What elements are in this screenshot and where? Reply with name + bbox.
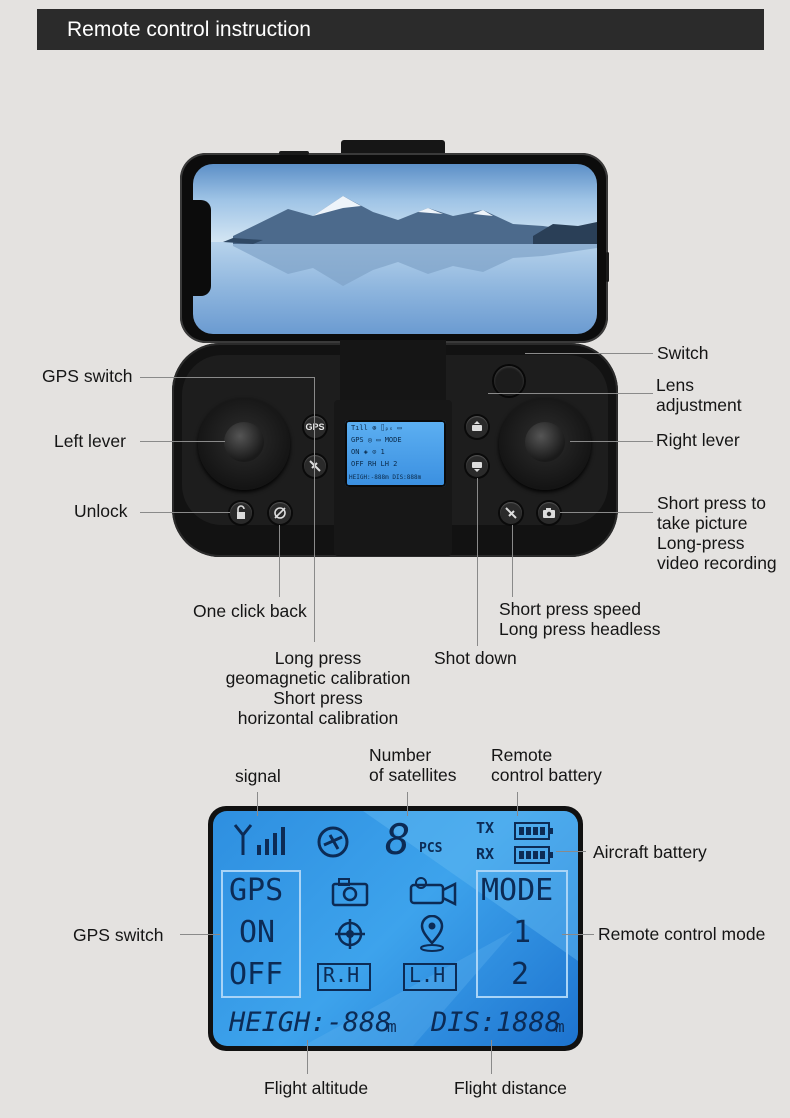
label-flight-distance: Flight distance: [454, 1078, 567, 1098]
gps-off-text: OFF: [229, 957, 284, 992]
label-flight-altitude: Flight altitude: [264, 1078, 369, 1098]
lh-text: L.H: [409, 963, 446, 987]
landscape-image: [193, 164, 597, 334]
return-icon: [274, 507, 286, 519]
gps-on-text: ON: [239, 915, 276, 950]
mini-lcd-row: OFF RH LH 2: [351, 460, 398, 468]
lcd-display: 8 PCS TX RX GPS ON OFF R.H L.H MODE 1 2: [213, 811, 578, 1046]
location-icon: [420, 915, 444, 952]
height-unit: m: [387, 1017, 397, 1036]
rh-box: [317, 963, 371, 991]
label-lcd-gps-switch: GPS switch: [73, 925, 164, 945]
label-shot-down: Shot down: [434, 648, 517, 668]
left-joystick-cap[interactable]: [224, 422, 264, 462]
label-switch: Switch: [657, 343, 709, 363]
mode-2-text: 2: [511, 957, 530, 992]
label-calibration: Long press geomagnetic calibration Short…: [225, 648, 411, 728]
mode-text: MODE: [481, 873, 554, 908]
rx-label: RX: [476, 845, 495, 863]
callout-line: [140, 512, 230, 513]
phone-side-button: [606, 252, 609, 282]
satellite-count: 8: [385, 815, 411, 864]
callout-line: [556, 851, 586, 852]
callout-line: [488, 393, 653, 394]
satellite-icon: [317, 826, 349, 858]
callout-line: [140, 441, 225, 442]
callout-line: [477, 478, 478, 646]
distance-readout: DIS:1888: [431, 1007, 562, 1038]
signal-icon: [233, 824, 285, 855]
callout-line: [525, 353, 653, 354]
unlock-button[interactable]: [230, 502, 252, 524]
callout-line: [140, 377, 315, 378]
photo-icon: [331, 878, 369, 907]
lens-adjust-button[interactable]: [466, 416, 488, 438]
label-remote-battery: Remote control battery: [491, 745, 602, 785]
camera-button[interactable]: [538, 502, 560, 524]
speed-icon: [505, 507, 517, 519]
one-click-back-button[interactable]: [269, 502, 291, 524]
mini-lcd-row: ON ◈ ⊙ 1: [351, 448, 385, 456]
lens-down-icon: [472, 462, 482, 472]
rh-text: R.H: [323, 963, 360, 987]
lcd-glare: [303, 811, 578, 1046]
label-control-mode: Remote control mode: [598, 924, 766, 944]
distance-unit: m: [555, 1017, 565, 1036]
callout-line: [279, 525, 280, 597]
satellite-unit: PCS: [419, 841, 443, 856]
label-left-lever: Left lever: [54, 431, 126, 451]
shot-down-button[interactable]: [466, 455, 488, 477]
camera-icon: [543, 508, 555, 518]
label-speed-headless: Short press speed Long press headless: [499, 599, 661, 639]
callout-line: [512, 525, 513, 597]
controller-lcd-screen: Tıll ⊛ ⌷ₚₛ ▭ GPS ◎ ▭ MODE ON ◈ ⊙ 1 OFF R…: [345, 420, 446, 487]
speed-headless-button[interactable]: [500, 502, 522, 524]
phone-notch: [192, 200, 211, 296]
gps-button[interactable]: GPS: [304, 416, 326, 438]
phone-volume-button: [279, 151, 309, 155]
label-photo-video: Short press to take picture Long-press v…: [657, 493, 777, 573]
callout-line: [257, 792, 258, 816]
page-header: Remote control instruction: [37, 9, 764, 50]
battery-icons: [514, 822, 553, 864]
mode-1-text: 1: [513, 915, 532, 950]
lh-box: [403, 963, 457, 991]
video-icon: [409, 877, 457, 907]
unlock-icon: [237, 505, 245, 519]
label-aircraft-battery: Aircraft battery: [593, 842, 707, 862]
callout-line: [570, 441, 653, 442]
gps-text: GPS: [229, 873, 284, 908]
label-gps-switch: GPS switch: [42, 366, 133, 386]
label-unlock: Unlock: [74, 501, 128, 521]
tx-label: TX: [476, 819, 495, 837]
callout-line: [307, 1040, 308, 1074]
height-readout: HEIGH:-888: [229, 1007, 392, 1038]
label-satellites: Number of satellites: [369, 745, 457, 785]
label-signal: signal: [235, 766, 281, 786]
right-joystick-cap[interactable]: [525, 422, 565, 462]
callout-line: [180, 934, 220, 935]
callout-line: [517, 792, 518, 816]
calibration-icon: [309, 460, 321, 472]
mini-lcd-row: HEIGH:-888m DIS:888m: [349, 474, 422, 481]
callout-line: [407, 792, 408, 816]
label-lens-adjustment: Lens adjustment: [656, 375, 742, 415]
lens-up-icon: [472, 421, 482, 431]
callout-line: [314, 377, 315, 642]
mini-lcd-row: GPS ◎ ▭ MODE: [351, 436, 402, 444]
mini-lcd-row: Tıll ⊛ ⌷ₚₛ ▭: [351, 424, 402, 432]
phone-screen-landscape: [193, 164, 597, 334]
calibration-button[interactable]: [304, 455, 326, 477]
phone-holder-neck: [340, 340, 446, 400]
headless-icon: [335, 919, 365, 949]
label-right-lever: Right lever: [656, 430, 740, 450]
gps-box: [221, 870, 301, 998]
callout-line: [491, 1040, 492, 1074]
callout-line: [562, 934, 594, 935]
label-one-click-back: One click back: [193, 601, 307, 621]
power-switch[interactable]: [494, 366, 524, 396]
callout-line: [560, 512, 653, 513]
